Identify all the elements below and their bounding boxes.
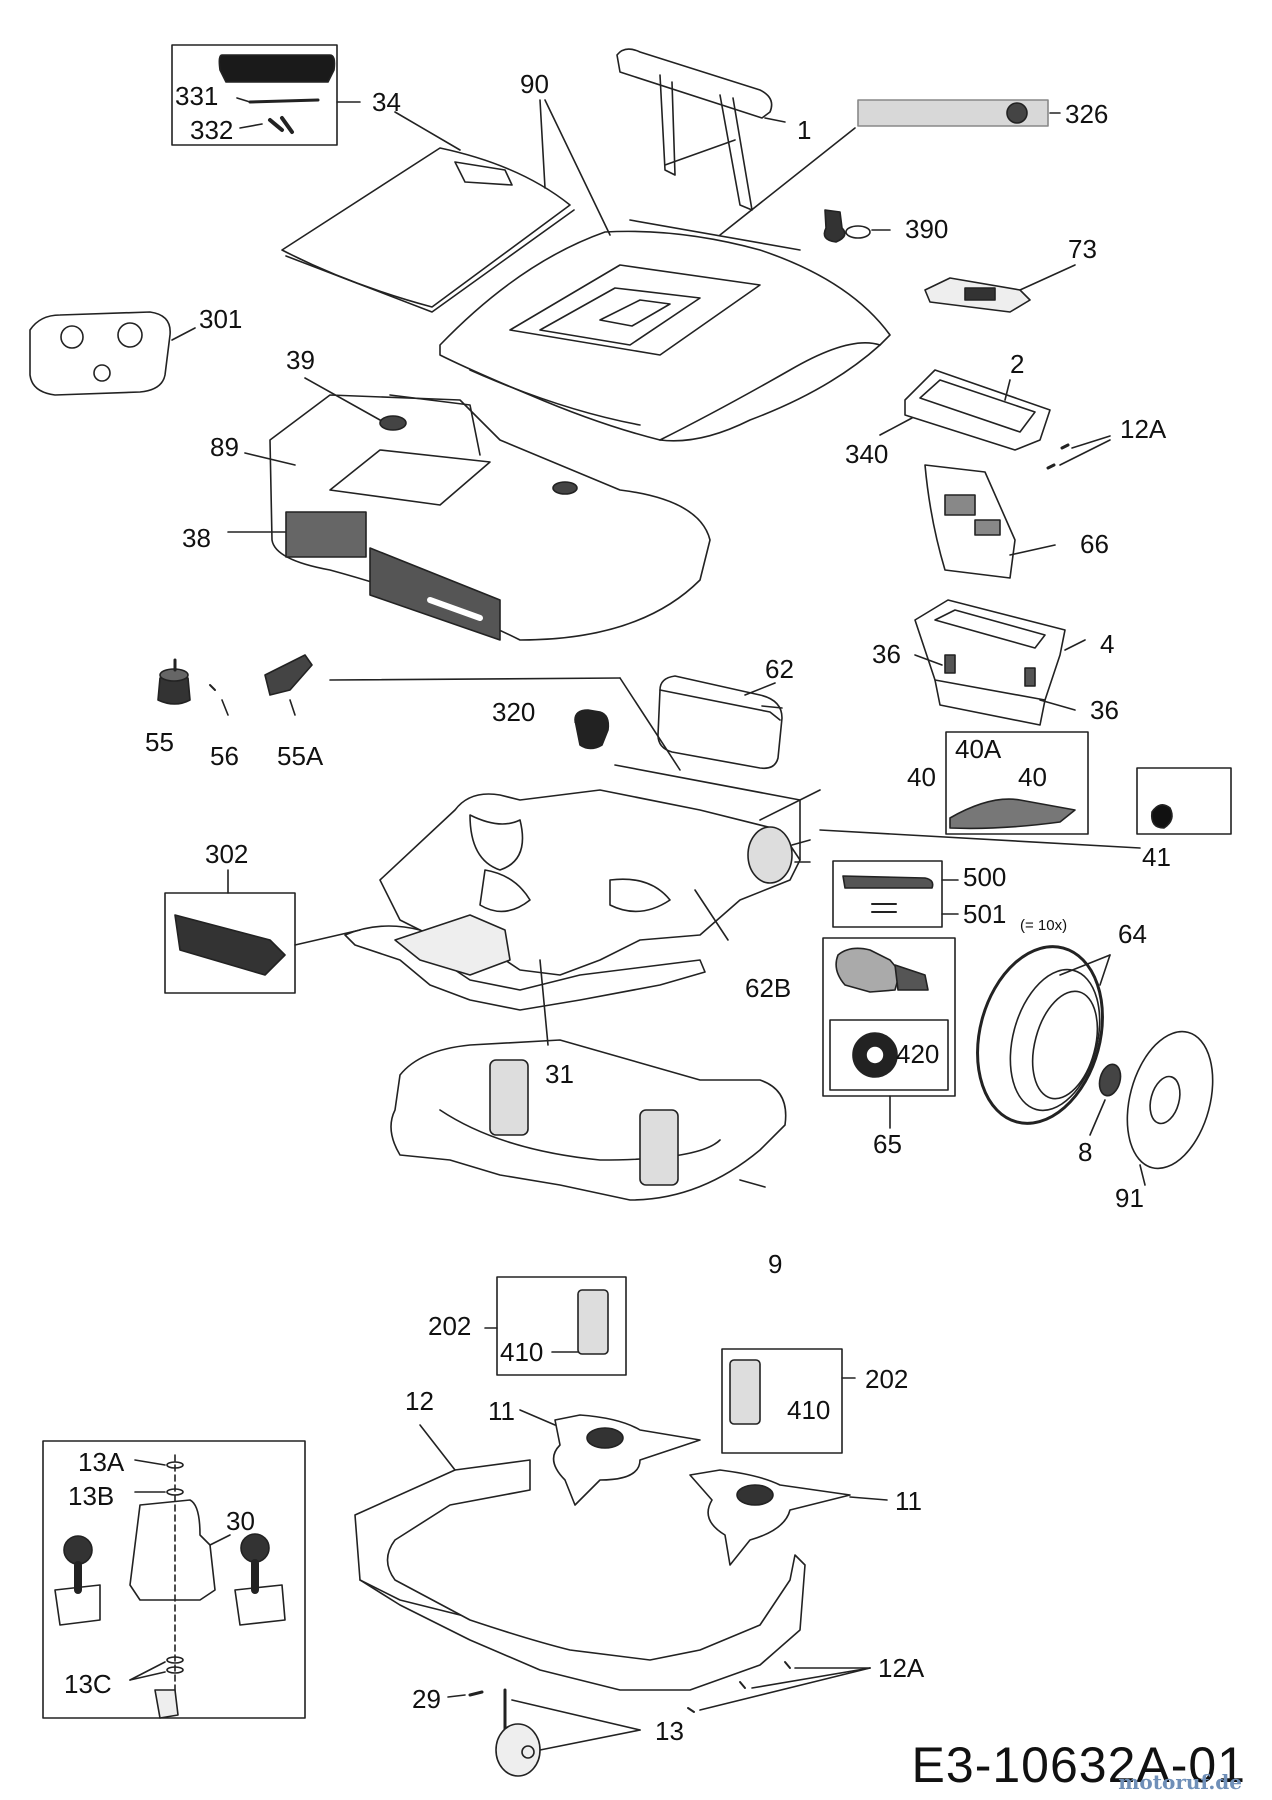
callout-62: 62 (765, 654, 794, 684)
callout-302: 302 (205, 839, 249, 869)
callout-36-left: 36 (872, 639, 901, 669)
switch-73 (925, 278, 1030, 312)
hubcap-91 (1113, 1022, 1227, 1178)
callout-13C: 13C (64, 1669, 112, 1699)
housing-4 (915, 600, 1085, 725)
detail-box-500-501 (833, 861, 958, 927)
knob-390 (824, 210, 870, 242)
bumper-55 (158, 660, 190, 704)
callout-91: 91 (1115, 1183, 1144, 1213)
callout-89: 89 (210, 432, 239, 462)
callout-1: 1 (797, 115, 812, 145)
screws-12A-top (1048, 436, 1110, 468)
motor-box-right (722, 1349, 855, 1453)
callout-8: 8 (1078, 1137, 1093, 1167)
detail-box-302 (165, 870, 360, 993)
callout-340: 340 (845, 439, 889, 469)
callout-12: 12 (405, 1386, 434, 1416)
detail-box-41 (1137, 768, 1231, 834)
callout-73: 73 (1068, 234, 1097, 264)
callout-410-right: 410 (787, 1395, 831, 1425)
chassis-frame (345, 765, 810, 1010)
caster-wheel-13 (496, 1690, 540, 1776)
circuit-board-66 (925, 465, 1055, 578)
callout-40A: 40A (955, 734, 1002, 764)
plug-320 (575, 710, 608, 749)
motor-box-left (485, 1277, 626, 1375)
callout-13A: 13A (78, 1447, 125, 1477)
detail-box-65 (823, 938, 955, 1128)
cutting-deck-9 (391, 1040, 786, 1200)
callout-55A: 55A (277, 741, 324, 771)
blade-11-right (690, 1470, 850, 1565)
callout-38: 38 (182, 523, 211, 553)
callout-29: 29 (412, 1684, 441, 1714)
callout-13: 13 (655, 1716, 684, 1746)
callout-500: 500 (963, 862, 1007, 892)
callout-65: 65 (873, 1129, 902, 1159)
sticker-301 (30, 312, 195, 395)
label-strip-326 (858, 100, 1048, 126)
callout-40: 40 (907, 762, 936, 792)
callout-332: 332 (190, 115, 234, 145)
callout-66: 66 (1080, 529, 1109, 559)
callout-390: 390 (905, 214, 949, 244)
callout-40-box: 40 (1018, 762, 1047, 792)
callout-62B: 62B (745, 973, 792, 1003)
callout-202-left: 202 (428, 1311, 472, 1341)
callout-90: 90 (520, 69, 549, 99)
callout-410-left: 410 (500, 1337, 544, 1367)
callout-12A-bottom: 12A (878, 1653, 925, 1683)
tray-2 (880, 370, 1050, 450)
watermark: motoruf.de (1118, 1770, 1242, 1794)
drive-wheel-64 (959, 933, 1121, 1138)
bracket-55A (265, 655, 312, 715)
drawing-code: E3-10632A-01 (911, 1737, 1246, 1793)
battery-62 (658, 676, 782, 768)
callout-56: 56 (210, 741, 239, 771)
callout-320: 320 (492, 697, 536, 727)
callout-11-top: 11 (488, 1396, 515, 1426)
gear-8 (1096, 1062, 1124, 1098)
hood-lid (282, 148, 574, 312)
callout-39: 39 (286, 345, 315, 375)
callout-2: 2 (1010, 349, 1025, 379)
callout-34: 34 (372, 87, 401, 117)
mower-body (270, 395, 710, 640)
top-cover (440, 220, 890, 441)
callout-420: 420 (896, 1039, 940, 1069)
screws-332 (270, 118, 292, 132)
blade-11-top (554, 1415, 700, 1505)
callout-331: 331 (175, 81, 219, 111)
callout-12A-top: 12A (1120, 414, 1167, 444)
callout-64: 64 (1118, 919, 1147, 949)
callout-31: 31 (545, 1059, 574, 1089)
callout-501-note: (= 10x) (1020, 917, 1068, 934)
callout-13B: 13B (68, 1481, 115, 1511)
detail-box-wheel-mount (43, 1441, 305, 1718)
callout-36-right: 36 (1090, 695, 1119, 725)
callout-9: 9 (768, 1249, 783, 1279)
detail-box-331-332 (172, 45, 360, 145)
deck-frame-12 (355, 1460, 805, 1690)
callout-41: 41 (1142, 842, 1171, 872)
detail-box-40A (946, 732, 1088, 834)
callout-202-right: 202 (865, 1364, 909, 1394)
callout-11-right: 11 (895, 1486, 922, 1516)
callout-326: 326 (1065, 99, 1109, 129)
callout-501: 501 (963, 899, 1007, 929)
callout-30: 30 (226, 1506, 255, 1536)
callout-301: 301 (199, 304, 243, 334)
callout-4: 4 (1100, 629, 1115, 659)
carry-handle (617, 49, 772, 210)
callout-55: 55 (145, 727, 174, 757)
